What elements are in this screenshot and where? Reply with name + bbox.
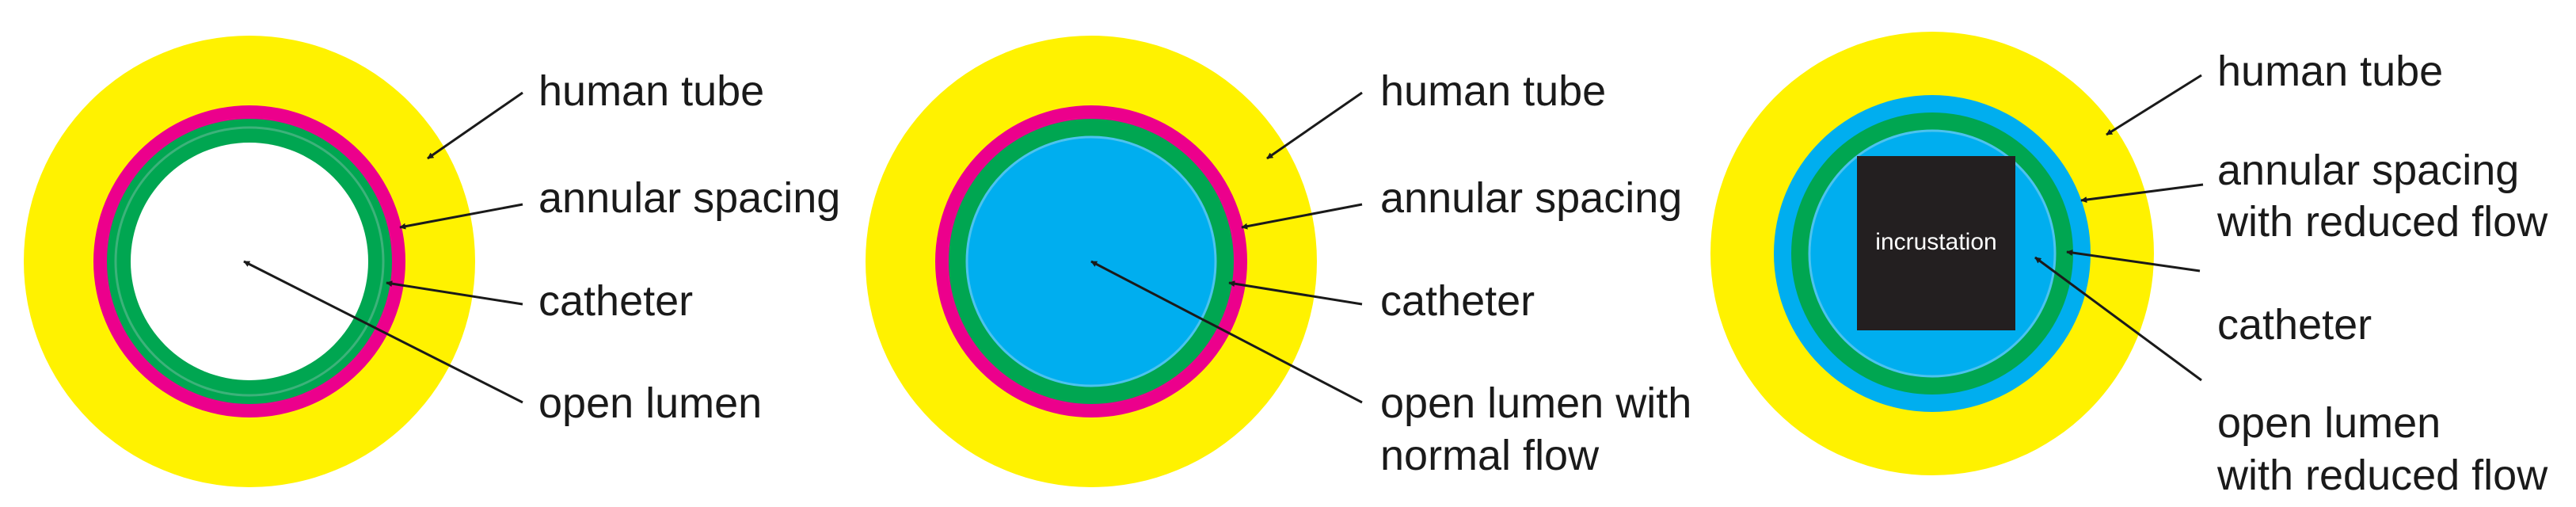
incrustation-block [1857, 156, 2015, 330]
arrow-catheter [1228, 280, 1363, 306]
label-open-lumen-line-1: open lumen with [1380, 379, 1691, 427]
label-annular-spacing: annular spacing [1380, 174, 1682, 222]
arrow-annular-spacing [399, 203, 523, 230]
label-open-lumen-line-2: with reduced flow [2216, 452, 2548, 499]
label-catheter: catheter [1380, 277, 1535, 325]
arrow-open-lumen [1090, 260, 1363, 404]
arrow-annular-spacing [2080, 183, 2204, 204]
lumen-edge [1808, 129, 2057, 378]
label-catheter: catheter [538, 277, 693, 325]
label-open-lumen: open lumen [538, 379, 762, 427]
arrow-open-lumen [2034, 256, 2202, 382]
open-lumen [131, 143, 368, 380]
arrow-annular-spacing [1241, 203, 1363, 230]
arrow-catheter [2066, 250, 2201, 273]
label-incrustation: incrustation [1875, 229, 1996, 255]
label-human-tube: human tube [2217, 48, 2443, 95]
lumen-edge [965, 135, 1217, 387]
arrow-catheter [386, 280, 523, 306]
arrow-open-lumen [243, 260, 523, 404]
panel-3-reduced-flow: incrustation human tube annular spacing … [1710, 32, 2548, 499]
label-human-tube: human tube [1380, 67, 1606, 115]
panel-2-normal-flow: human tube annular spacing catheter open… [866, 36, 1691, 487]
label-open-lumen-line-1: open lumen [2217, 399, 2441, 447]
panel-1-empty-catheter: human tube annular spacing catheter open… [24, 36, 840, 487]
label-annular-spacing-line-1: annular spacing [2217, 147, 2519, 194]
label-human-tube: human tube [538, 67, 764, 115]
label-annular-spacing-line-2: with reduced flow [2216, 198, 2548, 246]
label-catheter: catheter [2217, 301, 2372, 349]
catheter-edge [114, 126, 385, 397]
arrow-human-tube [2106, 74, 2202, 136]
arrow-human-tube [427, 91, 523, 160]
label-annular-spacing: annular spacing [538, 174, 840, 222]
arrow-human-tube [1266, 91, 1363, 160]
label-open-lumen-line-2: normal flow [1380, 432, 1600, 479]
